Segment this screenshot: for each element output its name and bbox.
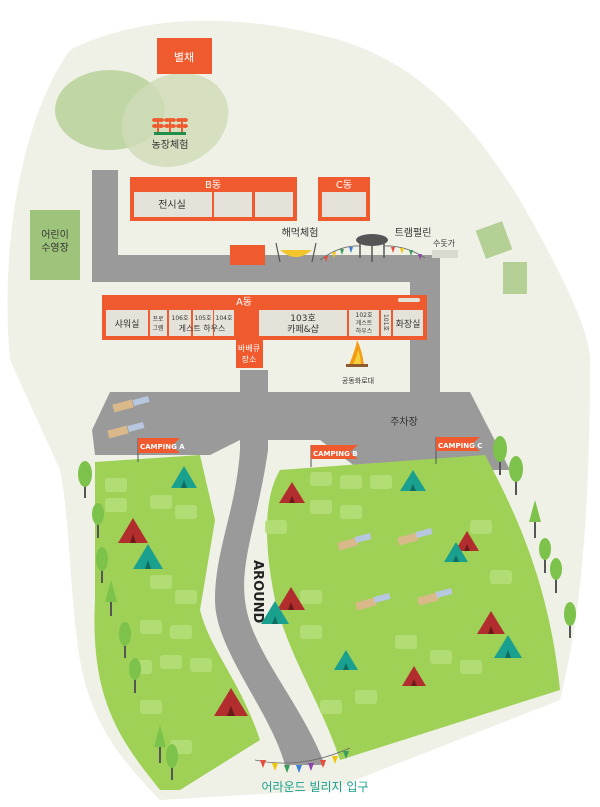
camping-a-label: CAMPING A (140, 443, 185, 451)
hammock-label: 해먹체험 (282, 226, 319, 239)
room-101-label: 101호 (382, 314, 389, 331)
trampoline-icon (356, 234, 388, 262)
toilet-label: 화장실 (396, 319, 421, 330)
a-dong-rooms (106, 310, 423, 336)
exhibition-label: 전시실 (158, 199, 186, 211)
water-tap (432, 250, 458, 258)
entrance-label: 어라운드 빌리지 입구 (262, 780, 369, 794)
room-103-label: 103호 (290, 313, 315, 324)
grass-patch (475, 221, 513, 259)
grass-patch (503, 262, 527, 294)
storage-block (230, 245, 265, 265)
c-dong-label: C동 (336, 179, 352, 191)
campfire-icon (346, 340, 368, 367)
room-105-label: 105호 (195, 315, 212, 322)
a-dong-top-notch (398, 298, 420, 302)
camping-b-label: CAMPING B (313, 450, 358, 458)
parking-lot (92, 392, 510, 470)
kids-pool (30, 210, 80, 280)
guesthouse-label: 게스트 하우스 (179, 323, 226, 333)
water-tap-label: 수돗가 (433, 239, 456, 248)
trampoline-label: 트램펄린 (395, 227, 432, 239)
upper-road (92, 170, 440, 282)
a-dong-label: A동 (236, 296, 252, 308)
b-room (255, 192, 293, 217)
flag-icon (137, 437, 480, 467)
room-102-house-label: 하우스 (356, 327, 373, 335)
b-room (214, 192, 252, 217)
room-102-label: 102호 (356, 312, 373, 319)
tent-icon (118, 466, 522, 716)
around-road-label: AROUND (250, 560, 265, 624)
bunting-icon (319, 245, 426, 262)
shower-label: 샤워실 (115, 319, 140, 330)
annex-label: 별채 (174, 51, 194, 64)
parking-label: 주차장 (390, 416, 418, 428)
bunting-icon (254, 747, 351, 773)
exhibition-room (134, 192, 212, 217)
room-102-guest-label: 게스트 (356, 319, 373, 327)
bbq-area (236, 336, 263, 368)
farm-label: 농장체험 (152, 139, 189, 151)
campfire-label: 공동화로대 (342, 377, 374, 385)
main-road (215, 370, 325, 765)
room-106-label: 106호 (172, 315, 189, 322)
program-label-1: 프로 (152, 316, 164, 323)
c-room (322, 192, 366, 217)
room-104-label: 104호 (216, 315, 233, 322)
mat-icon (337, 528, 453, 611)
hammock-icon (275, 242, 317, 263)
farm-icon (152, 118, 188, 135)
annex-building (157, 38, 212, 74)
camping-c-label: CAMPING C (438, 442, 482, 450)
bbq-label-1: 바베큐 (238, 343, 260, 353)
bbq-label-2: 장소 (242, 354, 257, 364)
mat-icon (107, 396, 150, 439)
plot-grid (105, 472, 512, 754)
b-dong-label: B동 (205, 179, 221, 191)
program-label-2: 그램 (152, 325, 163, 332)
cafe-label: 카페&샵 (287, 324, 319, 335)
tree-icon (78, 436, 576, 780)
